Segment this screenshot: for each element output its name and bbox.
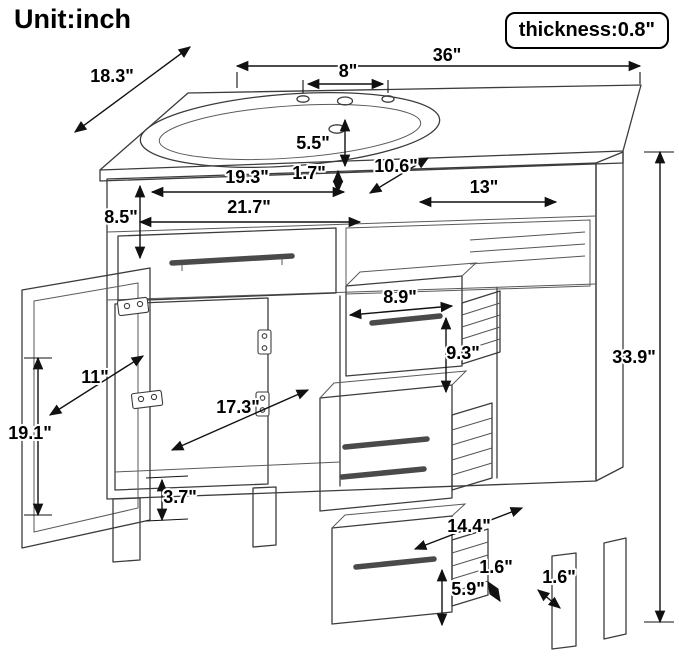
dim-label-18-3: 18.3"	[90, 66, 134, 86]
thickness-label: thickness:0.8"	[518, 19, 655, 41]
dim-label-11: 11"	[81, 367, 109, 387]
dim-label-5-5: 5.5"	[296, 133, 330, 153]
hinge-icon	[116, 296, 164, 410]
top-drawer-cavity	[345, 219, 591, 295]
dim-label-5-9: 5.9"	[451, 579, 485, 599]
thickness-badge: thickness:0.8"	[504, 12, 669, 49]
dim-label-36: 36"	[433, 45, 462, 65]
dim-label-19-1: 19.1"	[8, 423, 52, 443]
drawer-2	[319, 370, 493, 512]
dim-label-10-6: 10.6"	[374, 156, 418, 176]
dimension-arrows	[24, 46, 674, 627]
dim-label-19-3: 19.3"	[225, 167, 269, 187]
dim-label-1-7: 1.7"	[292, 163, 326, 183]
cabinet-body	[106, 151, 624, 500]
dim-label-21-7: 21.7"	[227, 197, 271, 217]
dim-label-17-3: 17.3"	[216, 397, 260, 417]
dim-label-1-6-leg: 1.6"	[542, 567, 576, 587]
dim-label-1-6-side: 1.6"	[479, 557, 513, 577]
dim-label-8: 8"	[339, 61, 358, 81]
top-drawer-front	[117, 227, 337, 302]
dim-label-9-3: 9.3"	[446, 343, 480, 363]
dimension-labels: 36" 18.3" 8" 5.5" 1.7" 10.6" 19.3" 13" 2…	[6, 43, 658, 601]
dim-label-13: 13"	[470, 177, 499, 197]
countertop-sink	[99, 84, 642, 182]
unit-label: Unit:inch	[14, 4, 131, 34]
dim-label-8-5: 8.5"	[104, 207, 138, 227]
cabinet-legs	[112, 486, 627, 650]
dim-label-3-7: 3.7"	[163, 487, 197, 507]
dim-label-33-9: 33.9"	[612, 347, 656, 367]
dim-label-8-9: 8.9"	[383, 287, 417, 307]
dim-label-14-4: 14.4"	[447, 516, 491, 536]
